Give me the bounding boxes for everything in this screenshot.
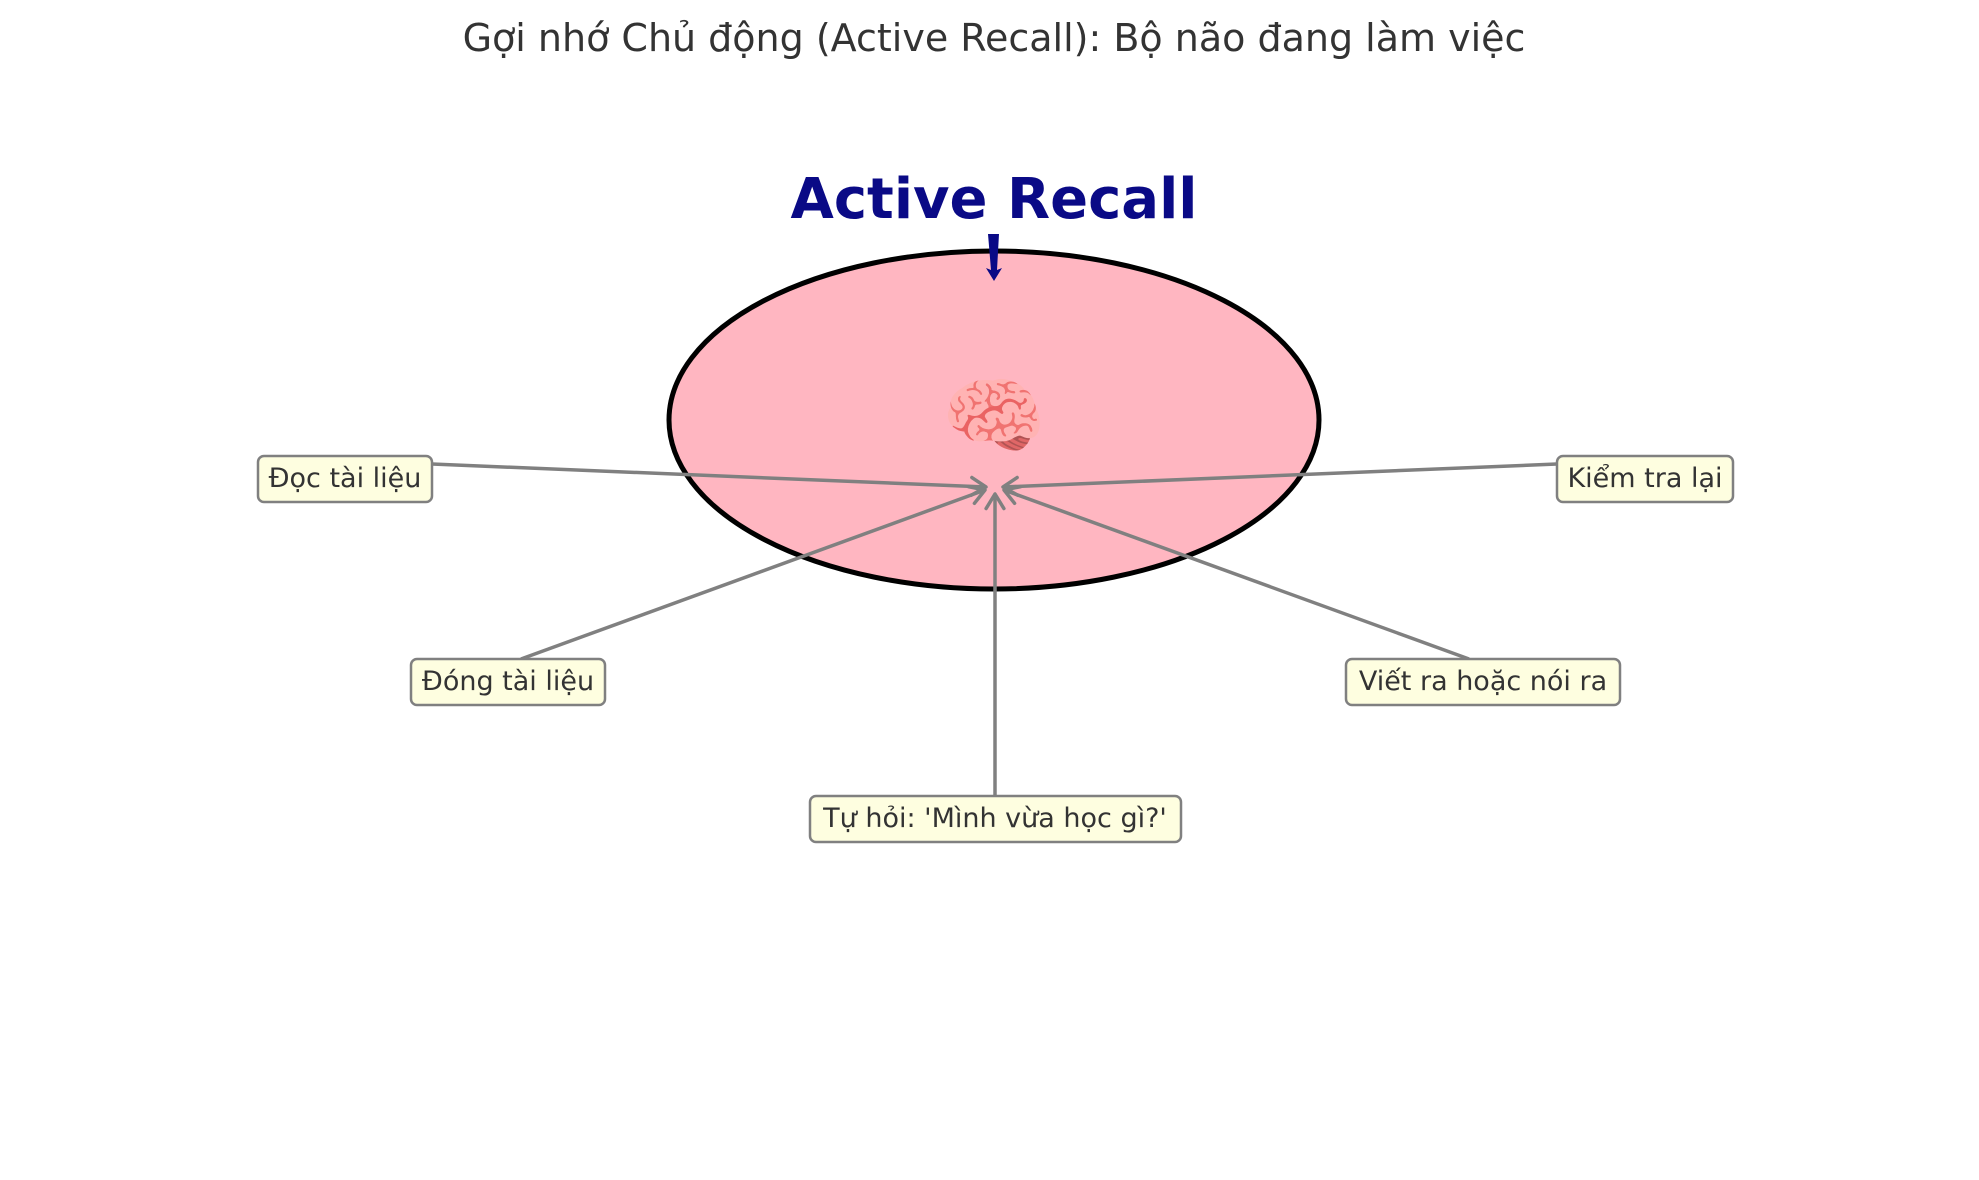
step-read-material-box (256, 454, 434, 504)
step-review-again-box (1555, 454, 1735, 504)
active-recall-heading: Active Recall (791, 167, 1198, 232)
connectors (431, 462, 1558, 796)
connector-self-question-arrowhead-icon (984, 492, 1006, 511)
connector-self-question (984, 492, 1006, 796)
step-review-again: Kiểm tra lại (1555, 454, 1735, 504)
step-read-material-label: Đọc tài liệu (269, 463, 422, 494)
brain-icon: 🧠 (942, 367, 1047, 465)
connector-close-material-arrowhead-icon (966, 484, 987, 506)
step-close-material: Đóng tài liệu (409, 657, 607, 707)
heading-down-arrow-icon (986, 234, 1002, 281)
connector-write-or-speak-arrowhead-icon (1002, 484, 1023, 506)
connector-write-or-speak-line (1003, 488, 1470, 661)
connector-review-again-line (1002, 462, 1558, 489)
connector-close-material-line (520, 488, 986, 661)
step-self-question: Tự hỏi: 'Mình vừa học gì?' (808, 794, 1183, 844)
connector-read-material-line (431, 462, 987, 489)
step-write-or-speak-box (1344, 657, 1622, 707)
step-review-again-label: Kiểm tra lại (1567, 463, 1722, 494)
step-close-material-label: Đóng tài liệu (422, 666, 594, 697)
step-close-material-box (409, 657, 607, 707)
step-self-question-box (808, 794, 1183, 844)
connector-close-material (520, 484, 987, 661)
step-write-or-speak-label: Viết ra hoặc nói ra (1359, 666, 1607, 697)
step-write-or-speak: Viết ra hoặc nói ra (1344, 657, 1622, 707)
connector-write-or-speak (1002, 484, 1470, 661)
page-title: Gợi nhớ Chủ động (Active Recall): Bộ não… (463, 16, 1526, 60)
step-self-question-label: Tự hỏi: 'Mình vừa học gì?' (822, 803, 1167, 834)
step-read-material: Đọc tài liệu (256, 454, 434, 504)
